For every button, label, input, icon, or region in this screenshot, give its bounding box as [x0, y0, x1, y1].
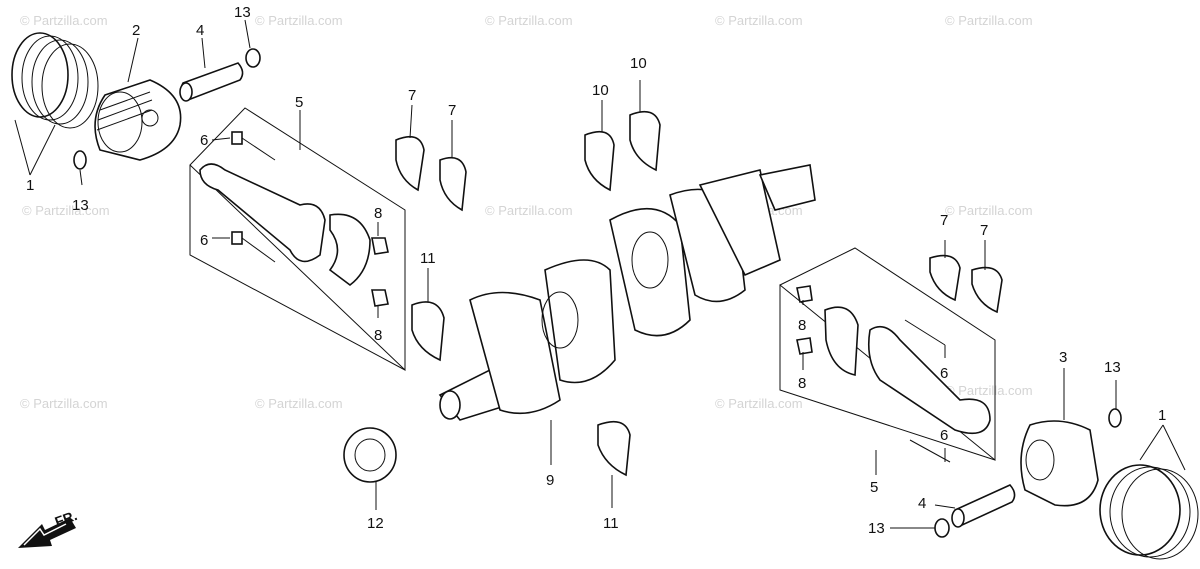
callout-7: 7	[448, 102, 456, 119]
watermark-text: © Partzilla.com	[22, 203, 110, 218]
piston-pin-bottom	[951, 484, 1016, 528]
callout-7: 7	[408, 87, 416, 104]
callout-5: 5	[870, 479, 878, 496]
circlip-top	[245, 48, 261, 68]
bearing-shell-bottom	[597, 420, 631, 477]
watermark-text: © Partzilla.com	[20, 13, 108, 28]
callout-5: 5	[295, 94, 303, 111]
circlip-bottom	[934, 518, 950, 538]
piston-rings-left	[11, 32, 99, 129]
callout-6: 6	[940, 365, 948, 382]
callout-4: 4	[918, 495, 926, 512]
watermark-text: © Partzilla.com	[255, 396, 343, 411]
callout-6: 6	[200, 232, 208, 249]
crankshaft	[438, 164, 816, 421]
callout-7: 7	[980, 222, 988, 239]
conrod-assembly-left	[189, 107, 406, 372]
bearing-shells-left	[395, 135, 467, 362]
bearing-shells-top	[584, 110, 661, 192]
watermark-text: © Partzilla.com	[945, 203, 1033, 218]
watermark-text: © Partzilla.com	[945, 13, 1033, 28]
watermark-text: © Partzilla.com	[485, 203, 573, 218]
callout-8: 8	[798, 375, 806, 392]
leader-lines	[14, 19, 1186, 529]
piston-rings-right	[1099, 464, 1199, 560]
callout-4: 4	[196, 22, 204, 39]
callout-8: 8	[374, 205, 382, 222]
watermark-text: © Partzilla.com	[945, 383, 1033, 398]
circlip-right	[1108, 408, 1122, 428]
watermark-text: © Partzilla.com	[255, 13, 343, 28]
callout-labels: 1 2 4 13 13 5 6 6 8 8 7 7 11 10 10 9 12 …	[26, 4, 1166, 537]
callout-1: 1	[1158, 407, 1166, 424]
callout-7: 7	[940, 212, 948, 229]
watermark-text: © Partzilla.com	[715, 13, 803, 28]
watermark-text: © Partzilla.com	[485, 13, 573, 28]
callout-13: 13	[1104, 359, 1121, 376]
piston-left	[94, 79, 182, 161]
piston-right	[1020, 420, 1099, 507]
callout-11: 11	[420, 250, 436, 267]
callout-12: 12	[367, 515, 384, 532]
callout-1: 1	[26, 177, 34, 194]
callout-8: 8	[374, 327, 382, 344]
callout-10: 10	[630, 55, 647, 72]
piston-pin-top	[179, 62, 244, 102]
oil-seal	[343, 427, 397, 483]
callout-6: 6	[940, 427, 948, 444]
callout-2: 2	[132, 22, 140, 39]
front-direction-label: FR.	[53, 507, 80, 530]
callout-8: 8	[798, 317, 806, 334]
callout-10: 10	[592, 82, 609, 99]
watermark-text: © Partzilla.com	[715, 396, 803, 411]
callout-3: 3	[1059, 349, 1067, 366]
circlip-left	[73, 150, 87, 170]
conrod-assembly-right	[779, 247, 1003, 463]
callout-13: 13	[72, 197, 89, 214]
watermark-text: © Partzilla.com	[20, 396, 108, 411]
callout-9: 9	[546, 472, 554, 489]
callout-11: 11	[603, 515, 619, 532]
callout-6: 6	[200, 132, 208, 149]
callout-13: 13	[868, 520, 885, 537]
front-direction-arrow: FR.	[18, 507, 79, 548]
callout-13: 13	[234, 4, 251, 21]
